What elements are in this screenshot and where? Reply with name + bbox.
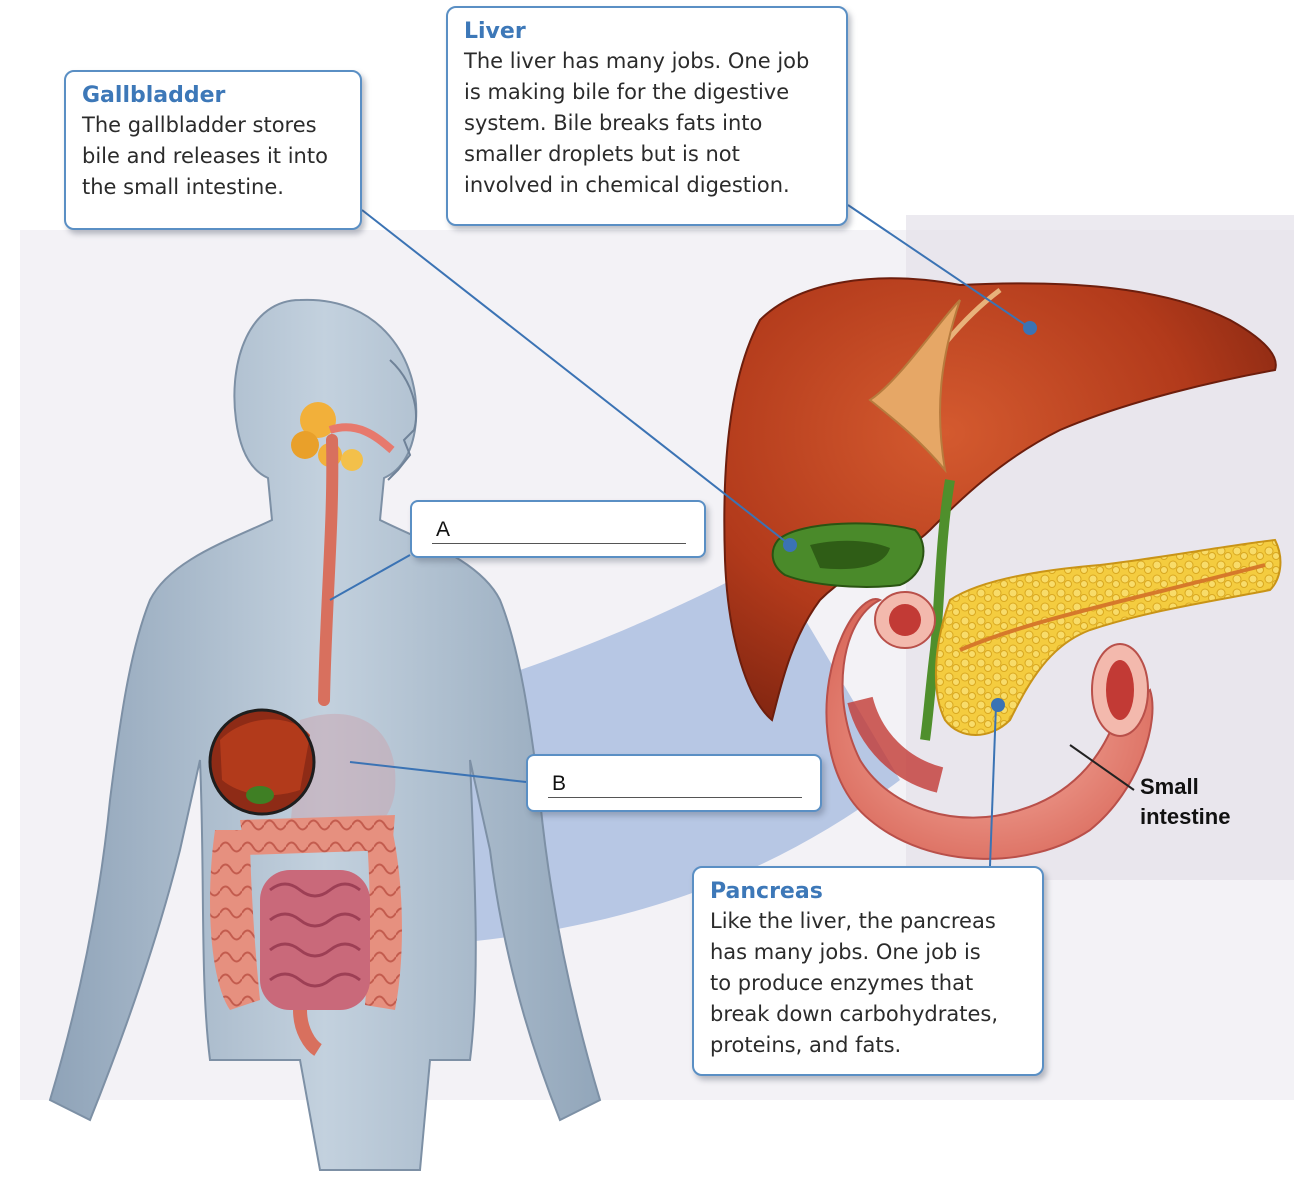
blank-a-underline bbox=[432, 543, 686, 544]
gallbladder-callout: Gallbladder The gallbladder stores bile … bbox=[64, 70, 362, 230]
gallbladder-marker-dot bbox=[783, 538, 797, 552]
gallbladder-callout-line: The gallbladder stores bbox=[82, 113, 317, 137]
pancreas-callout-line: Like the liver, the pancreas bbox=[710, 909, 996, 933]
pancreas-callout-line: to produce enzymes that bbox=[710, 971, 974, 995]
small-intestine-label-line: Small bbox=[1140, 774, 1199, 799]
falciform-ligament bbox=[868, 299, 961, 474]
esophagus bbox=[318, 434, 339, 706]
liver-callout-line: The liver has many jobs. One job bbox=[464, 49, 810, 73]
liver-marker-dot bbox=[1023, 321, 1037, 335]
liver bbox=[723, 277, 1277, 722]
pancreas-callout-line: proteins, and fats. bbox=[710, 1033, 902, 1057]
blank-b-underline bbox=[548, 797, 802, 798]
blank-b-letter: B bbox=[552, 772, 567, 795]
stomach bbox=[290, 713, 396, 845]
gallbladder bbox=[771, 522, 925, 588]
pancreas-callout-body: Like the liver, the pancreas has many jo… bbox=[710, 906, 1026, 1061]
small-intestine-label: Small intestine bbox=[1140, 772, 1230, 832]
liver-callout: Liver The liver has many jobs. One job i… bbox=[446, 6, 848, 226]
bile-duct bbox=[920, 479, 955, 741]
small-intestine bbox=[825, 591, 1154, 860]
liver-callout-line: smaller droplets but is not bbox=[464, 142, 740, 166]
pancreas-callout-line: break down carbohydrates, bbox=[710, 1002, 999, 1026]
small-intestine-label-line: intestine bbox=[1140, 804, 1231, 829]
gallbladder-callout-body: The gallbladder stores bile and releases… bbox=[82, 110, 344, 203]
pancreas-callout-title: Pancreas bbox=[710, 879, 823, 904]
magnifier-circle bbox=[208, 708, 316, 816]
leader-lines bbox=[329, 204, 1135, 867]
pancreas bbox=[934, 538, 1282, 736]
blank-a-letter: A bbox=[436, 518, 451, 541]
liver-callout-title: Liver bbox=[464, 19, 526, 44]
liver-callout-line: system. Bile breaks fats into bbox=[464, 111, 763, 135]
answer-blank-a[interactable]: A bbox=[410, 500, 706, 558]
gallbladder-callout-title: Gallbladder bbox=[82, 83, 226, 108]
body-intestines bbox=[210, 815, 402, 1056]
answer-blank-b[interactable]: B bbox=[526, 754, 822, 812]
pancreas-callout: Pancreas Like the liver, the pancreas ha… bbox=[692, 866, 1044, 1076]
gallbladder-callout-line: the small intestine. bbox=[82, 175, 284, 199]
liver-callout-body: The liver has many jobs. One job is maki… bbox=[464, 46, 830, 201]
liver-callout-line: is making bile for the digestive bbox=[464, 80, 790, 104]
pancreas-marker-dot bbox=[991, 698, 1005, 712]
pancreas-callout-line: has many jobs. One job is bbox=[710, 940, 981, 964]
liver-callout-line: involved in chemical digestion. bbox=[464, 173, 790, 197]
gallbladder-callout-line: bile and releases it into bbox=[82, 144, 328, 168]
